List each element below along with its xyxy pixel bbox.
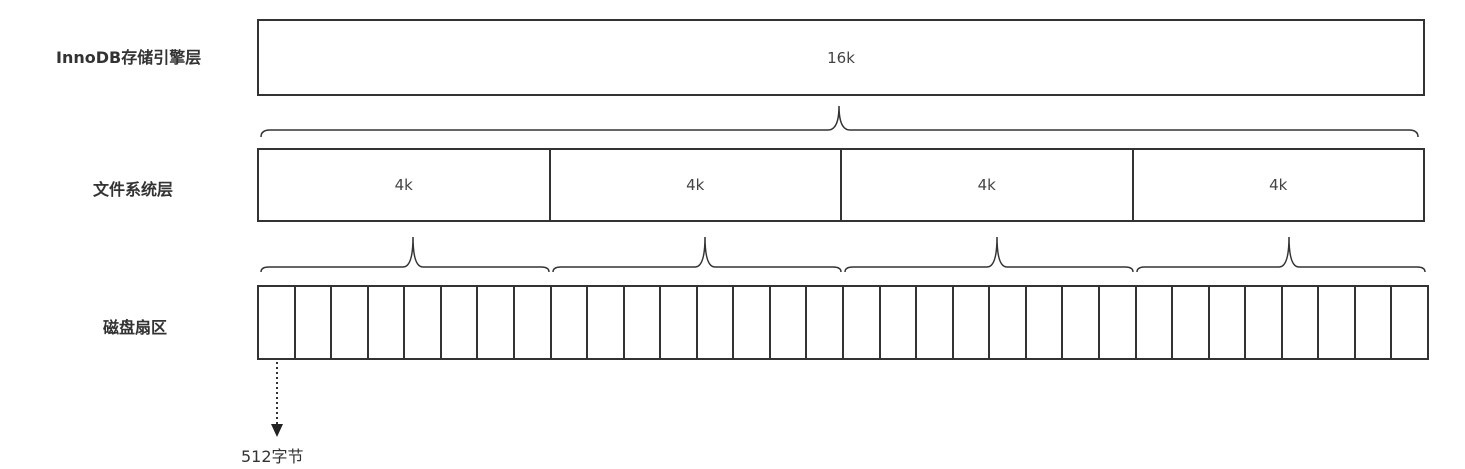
filesystem-block: 4k [548,148,842,222]
disk-sector [403,285,442,360]
filesystem-block-size: 4k [977,176,996,194]
disk-layer-label: 磁盘扇区 [103,318,168,337]
disk-sector [1390,285,1429,360]
innodb-layer-label: InnoDB存储引擎层 [56,48,202,67]
disk-sector [1244,285,1283,360]
disk-sector [1317,285,1356,360]
disk-sector [586,285,625,360]
disk-sector [951,285,991,360]
filesystem-brace [1136,236,1426,273]
innodb-page-size: 16k [827,48,855,67]
disk-sector [659,285,698,360]
filesystem-block-size: 4k [394,176,413,194]
disk-sector [842,285,881,360]
disk-sector [330,285,369,360]
disk-sector [915,285,954,360]
arrow-head-icon [271,424,283,437]
filesystem-brace [552,236,842,273]
disk-sector [1171,285,1210,360]
filesystem-block: 4k [840,148,1134,222]
filesystem-block-row: 4k 4k 4k 4k [257,148,1425,222]
innodb-brace [260,105,1419,138]
disk-sector [988,285,1027,360]
disk-sector-row [257,285,1429,360]
filesystem-block-size: 4k [1269,176,1288,194]
filesystem-brace [844,236,1134,273]
filesystem-layer-label: 文件系统层 [93,180,174,199]
disk-sector [257,285,296,360]
disk-sector [1097,285,1137,360]
filesystem-brace [260,236,550,273]
filesystem-block: 4k [1131,148,1425,222]
sector-size-note: 512字节 [241,447,304,466]
filesystem-block-size: 4k [686,176,705,194]
innodb-page-box: 16k [257,19,1425,96]
filesystem-block: 4k [257,148,551,222]
